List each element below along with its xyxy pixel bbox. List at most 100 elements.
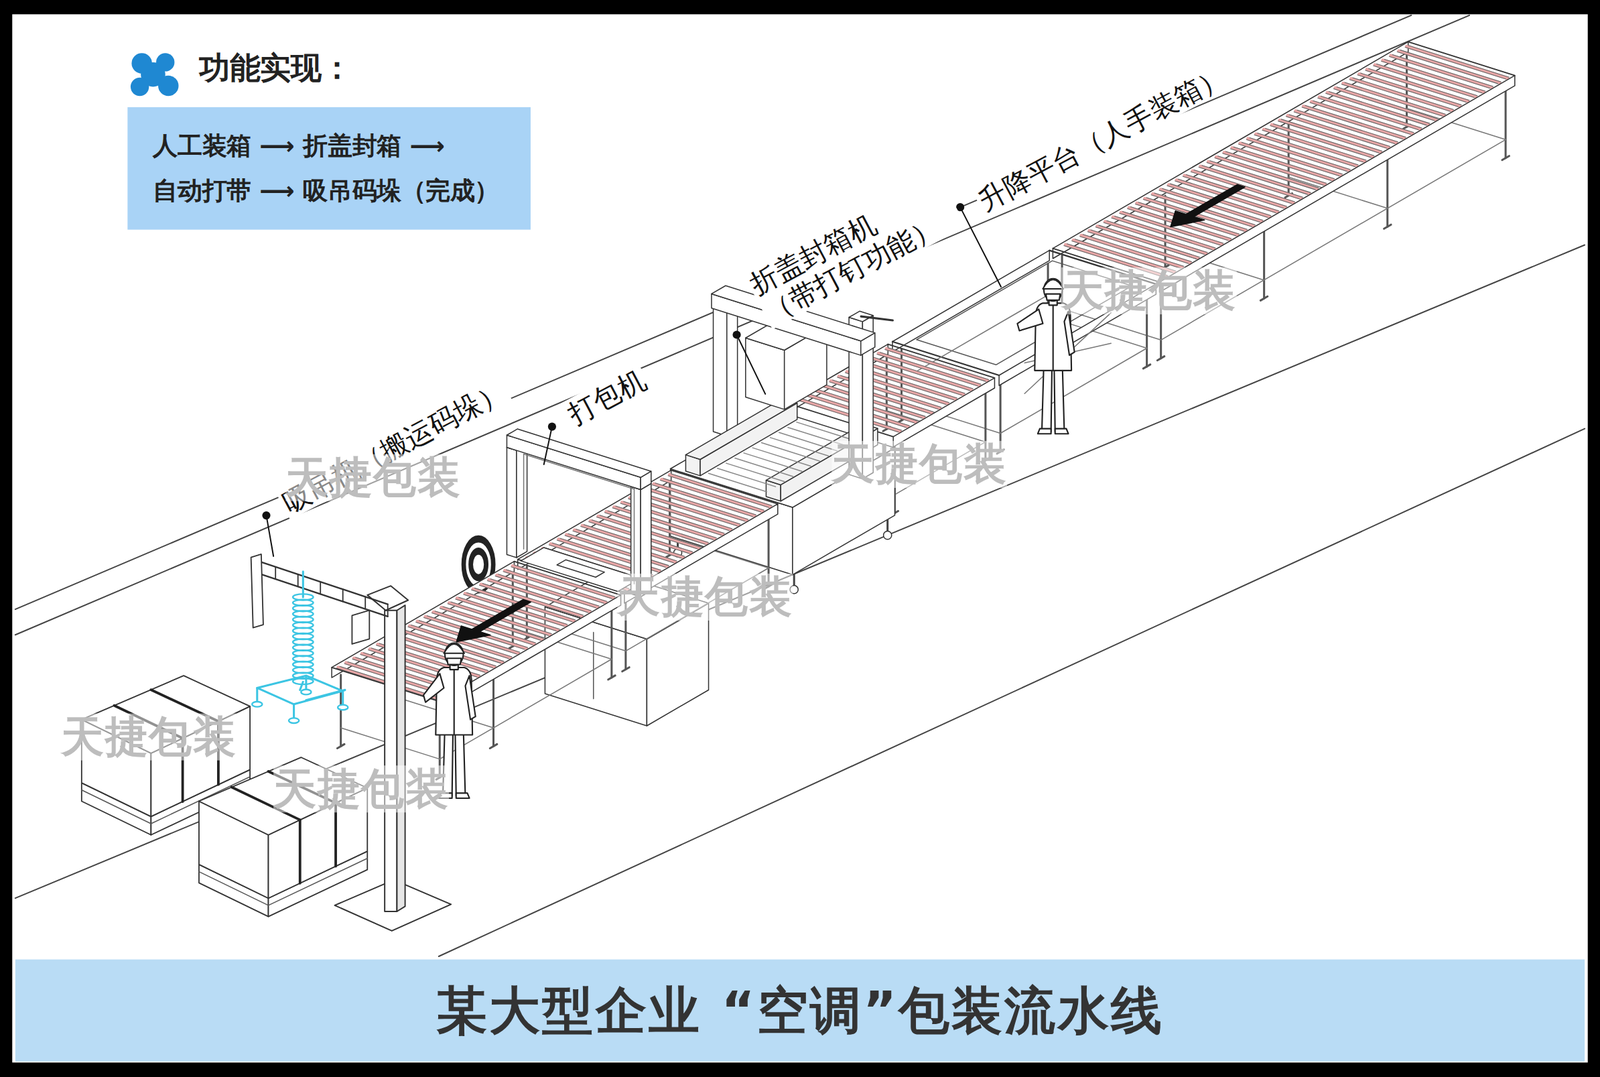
roller-edge [1074,239,1176,272]
watermark: 天捷包装 [60,713,237,761]
watermark: 天捷包装 [831,440,1008,488]
suction-cup [337,704,348,711]
roller [761,442,820,461]
watermark: 天捷包装 [617,573,793,621]
arm [1017,308,1043,331]
strapper-arch [506,428,651,597]
roller [726,462,785,482]
roller [796,422,855,441]
arm-rail [253,571,388,617]
cabinet-door [592,632,595,699]
suction-leg [255,687,258,702]
arm [423,673,444,703]
roller [770,437,829,456]
flap-arm [860,316,893,321]
floor-edge [438,428,1585,957]
coat-seam [1052,304,1054,370]
foot [1143,364,1151,369]
suction-frame [257,675,344,705]
shoe [456,792,470,798]
arrow-shape [456,599,531,642]
watermark: 天捷包装 [1061,267,1237,315]
flow-arrow [456,599,531,642]
foot [1384,224,1392,229]
sealer-post [713,306,727,436]
arm-rung [297,574,299,587]
suction-leg [304,675,307,690]
roller [717,468,776,487]
arm-rung [342,588,344,602]
shoe [1055,428,1069,435]
vacuum-lifter [251,554,451,931]
end-bar [671,470,778,504]
leader-line [737,335,766,394]
roller-conveyor [331,561,621,780]
control-box [351,610,370,644]
shoe [1037,428,1052,435]
foot [608,675,616,680]
floor-edge [15,15,1412,610]
icon-lobe [130,77,149,96]
strap-slot [556,559,605,577]
page-ground [12,14,1588,1062]
reel-ring [469,548,488,581]
arch-inner [523,454,525,550]
roller [779,432,838,451]
title-band [15,959,1585,1062]
icon-lobe [156,52,175,72]
box-heading: 功能实现： [198,48,352,90]
roller-conveyor [1052,41,1515,360]
roller [752,447,811,466]
arm [464,675,476,719]
arm-rung [364,596,366,609]
end-bar [887,344,995,378]
suction-cup [251,701,262,707]
post [384,610,397,912]
arm-rail [253,559,388,605]
leader-line [265,515,274,557]
brace [1000,347,1148,433]
function-box: 功能实现：人工装箱 ⟶ 折盖封箱 ⟶ 自动打带 ⟶ 吸吊码垛（完成） [127,107,531,230]
mask [446,657,461,664]
arch-post [516,444,528,558]
foot [489,743,498,748]
handle [306,690,346,701]
coat-seam [453,669,455,735]
strap [298,819,302,883]
post-side [396,605,405,912]
mask [1045,294,1060,301]
leader-line [544,426,553,465]
arm [1063,311,1075,356]
caster [883,531,892,540]
star-icon [130,52,179,96]
arm-bracket [251,554,264,628]
reel-ring [472,554,485,575]
leg [1262,227,1265,299]
roller [735,458,794,477]
foot [1260,296,1268,301]
foot [1502,156,1510,161]
sealer-post [726,305,738,437]
side-rail [893,377,995,447]
cap [1042,279,1063,289]
watermark: 天捷包装 [285,454,461,502]
foot [622,667,630,672]
roller [743,452,803,472]
roller-edge [1082,234,1184,267]
side-rail [1159,75,1515,293]
leg [610,605,613,678]
arm-rung [319,581,321,594]
process-text: 人工装箱 ⟶ 折盖封箱 ⟶ 自动打带 ⟶ 吸吊码垛（完成） [152,123,510,214]
leader-line [960,207,1002,287]
suction-leg [341,690,344,705]
foot [1157,356,1165,361]
watermark: 天捷包装 [273,765,449,813]
strapper-far [506,440,527,558]
arch-inner [523,454,635,490]
flow-arrow [1170,184,1245,227]
side-rail [892,250,1050,352]
suction-leg [292,704,295,719]
leg [1504,86,1507,159]
floor-edge [15,15,1470,635]
arm-rung [274,566,277,579]
